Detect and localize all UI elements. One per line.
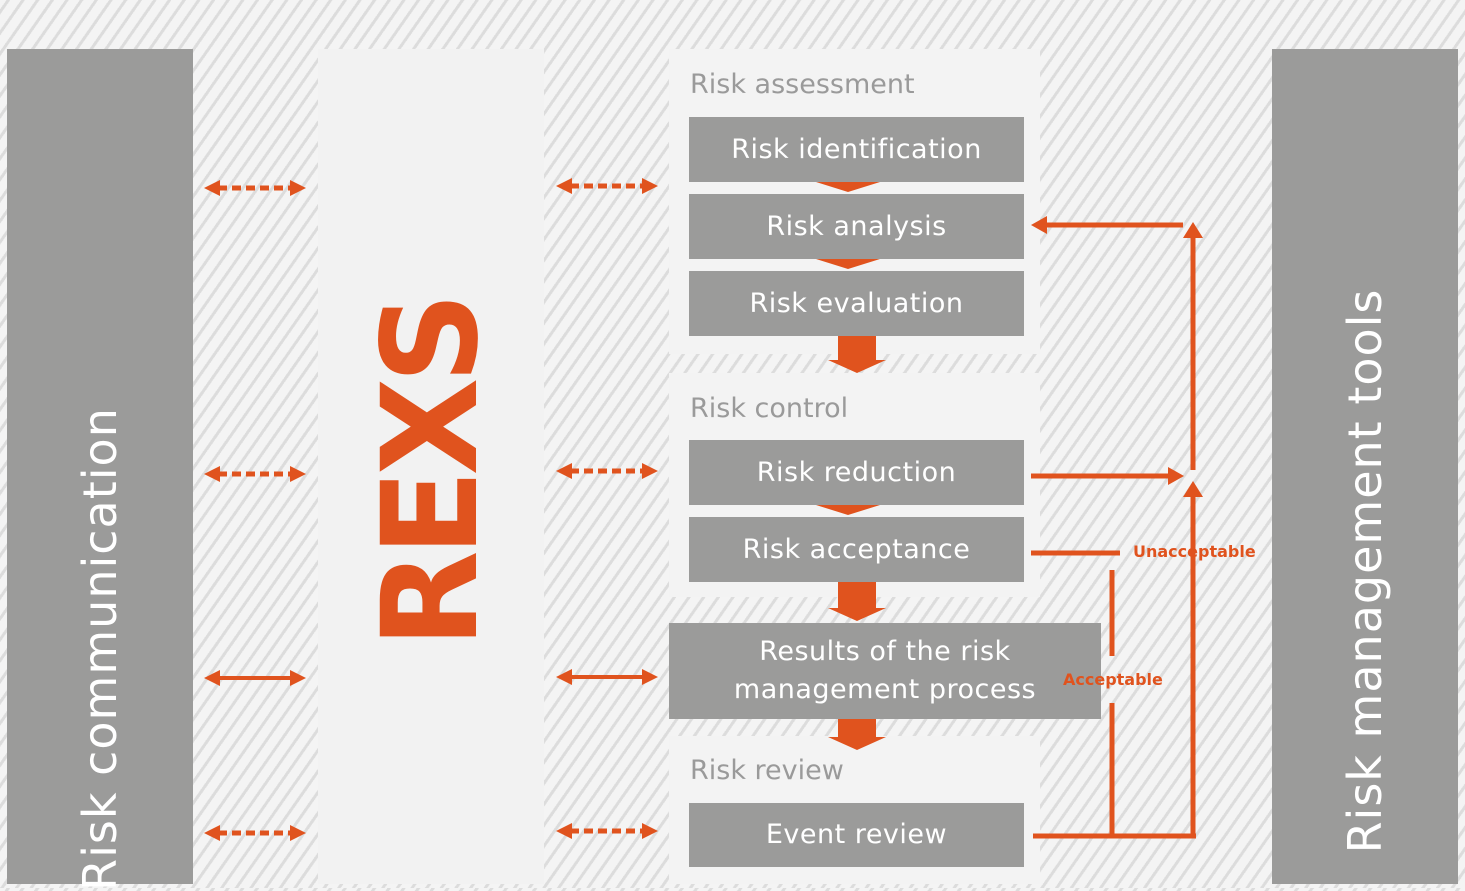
risk-evaluation-box: Risk evaluation	[689, 271, 1024, 336]
risk-management-tools-column: Risk management tools	[1272, 49, 1458, 884]
middle-connector-1	[556, 178, 658, 194]
results-box: Results of the risk management process	[669, 623, 1101, 719]
flow-arrow-down	[828, 719, 886, 750]
flow-chevron	[816, 259, 880, 269]
arrowhead-up	[1183, 481, 1203, 497]
acceptable-label: Acceptable	[1063, 670, 1163, 689]
middle-connector-3	[556, 669, 658, 685]
left-connector-1	[204, 180, 306, 196]
risk-identification-box: Risk identification	[689, 117, 1024, 182]
risk-analysis-box: Risk analysis	[689, 194, 1024, 259]
flow-arrow-down	[828, 582, 886, 621]
risk-acceptance-box: Risk acceptance	[689, 517, 1024, 582]
flow-chevron	[816, 182, 880, 192]
left-connector-2	[204, 466, 306, 482]
risk-review-title: Risk review	[690, 755, 844, 786]
arrowhead-right	[1168, 467, 1184, 485]
rexs-column: REXS	[318, 49, 544, 884]
risk-assessment-title: Risk assessment	[690, 69, 915, 100]
unacceptable-label: Unacceptable	[1133, 542, 1256, 561]
left-connector-3	[204, 670, 306, 686]
feedback-loop	[1031, 222, 1196, 839]
flow-arrow-down	[828, 336, 886, 373]
middle-connector-2	[556, 463, 658, 479]
arrowhead-up	[1183, 222, 1203, 238]
arrowhead-left	[1031, 216, 1047, 234]
risk-communication-column: Risk communication	[7, 49, 193, 891]
risk-control-title: Risk control	[690, 393, 849, 424]
event-review-box: Event review	[689, 803, 1024, 867]
rexs-logo: REXS	[354, 298, 508, 648]
flow-chevron	[816, 505, 880, 515]
left-connector-4	[204, 825, 306, 841]
rexs-logo-text: REXS	[354, 298, 508, 648]
risk-reduction-box: Risk reduction	[689, 440, 1024, 505]
middle-connector-4	[556, 823, 658, 839]
